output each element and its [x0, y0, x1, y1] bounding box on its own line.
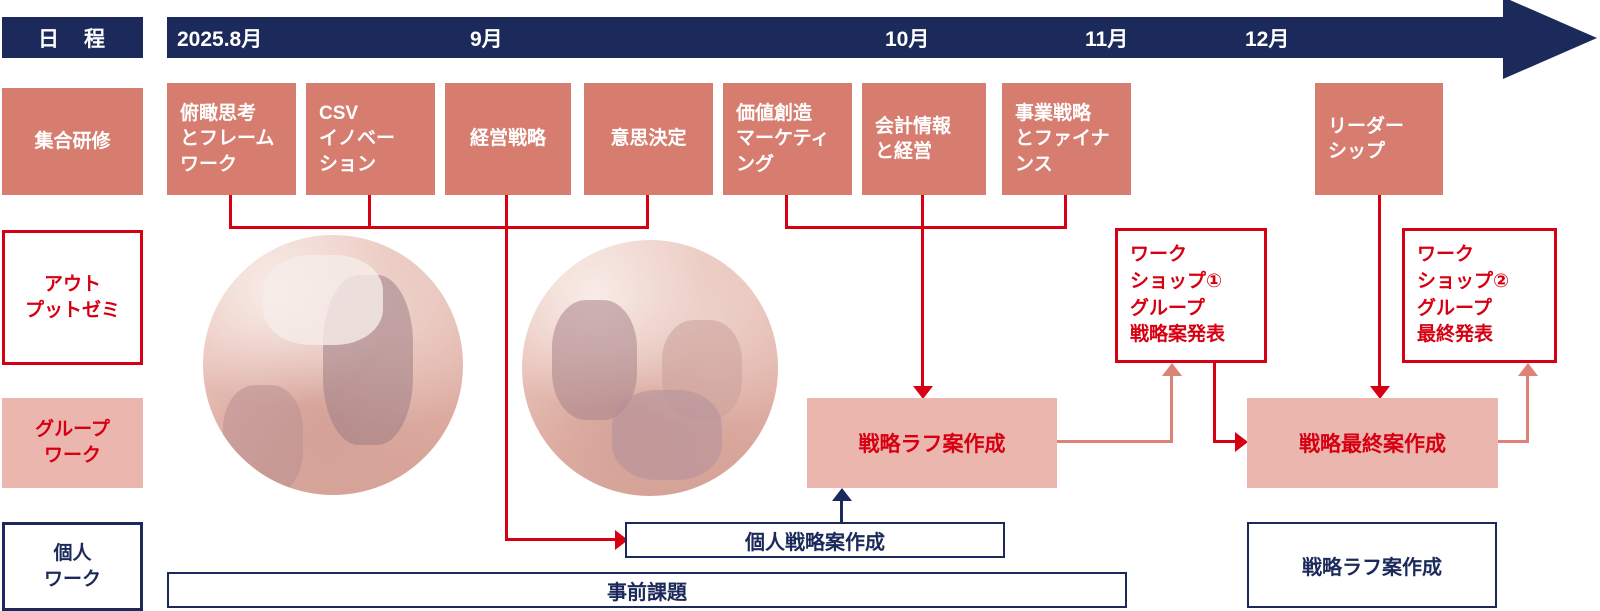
connector-final-to-ws2-horizontal — [1498, 440, 1529, 443]
connector-course4-drop — [646, 195, 649, 229]
course-box-accounting-management: 会計情報 と経営 — [862, 83, 986, 195]
row-label-individual-work: 個人 ワーク — [2, 522, 143, 611]
individual-strategy-rough-draft-box: 戦略ラフ案作成 — [1247, 522, 1497, 608]
row-label-group-work: グループ ワーク — [2, 398, 143, 488]
strategy-final-draft-box: 戦略最終案作成 — [1247, 398, 1498, 488]
connector-course7-drop — [1064, 195, 1067, 229]
personal-strategy-draft-box: 個人戦略案作成 — [625, 522, 1005, 558]
training-photo-2 — [522, 240, 778, 496]
month-sep: 9月 — [470, 27, 503, 51]
connector-rough-to-ws1-vertical — [1170, 374, 1173, 443]
course-box-management-strategy: 経営戦略 — [445, 83, 571, 195]
strategy-rough-draft-box: 戦略ラフ案作成 — [807, 398, 1057, 488]
training-photo-1 — [203, 235, 463, 495]
course-box-business-strategy-finance: 事業戦略 とファイナ ンス — [1002, 83, 1131, 195]
pre-assignment-box: 事前課題 — [167, 572, 1127, 608]
month-aug-2025: 2025.8月 — [177, 27, 263, 51]
connector-rough-to-ws1-horizontal — [1057, 440, 1173, 443]
connector-course5-drop — [785, 195, 788, 229]
workshop2-group-final-presentation-box: ワーク ショップ② グループ 最終発表 — [1402, 228, 1557, 363]
course-box-panoramic-thinking: 俯瞰思考 とフレーム ワーク — [167, 83, 296, 195]
connector-personal-to-rough — [840, 499, 843, 522]
connector-course3-to-personal — [505, 195, 508, 541]
row-label-group-training: 集合研修 — [2, 88, 143, 195]
month-oct: 10月 — [885, 27, 930, 51]
arrowhead-right-final-icon — [1235, 432, 1248, 452]
timeline-arrowhead-icon — [1503, 0, 1597, 79]
connector-right-bus — [785, 226, 1067, 229]
course-box-leadership: リーダー シップ — [1315, 83, 1443, 195]
arrowhead-right-personal-icon — [615, 530, 628, 550]
arrowhead-down-rough-icon — [913, 386, 933, 399]
connector-course2-drop — [368, 195, 371, 229]
month-nov: 11月 — [1085, 27, 1129, 51]
connector-left-bus — [229, 226, 649, 229]
arrowhead-up-ws1-icon — [1162, 363, 1182, 376]
workshop1-group-strategy-presentation-box: ワーク ショップ① グループ 戦略案発表 — [1115, 228, 1267, 363]
connector-course6-to-rough — [921, 195, 924, 388]
connector-course1-drop — [229, 195, 232, 229]
arrowhead-down-final-icon — [1370, 386, 1390, 399]
course-box-value-creation-marketing: 価値創造 マーケティ ング — [723, 83, 852, 195]
schedule-label: 日 程 — [2, 17, 143, 58]
connector-ws1-drop — [1213, 363, 1216, 443]
connector-to-personal-horizontal — [505, 538, 617, 541]
connector-final-to-ws2-vertical — [1526, 374, 1529, 443]
row-label-output-seminar: アウト プットゼミ — [2, 230, 143, 365]
month-dec: 12月 — [1245, 27, 1290, 51]
course-box-decision-making: 意思決定 — [584, 83, 713, 195]
course-box-csv-innovation: CSV イノベー ション — [306, 83, 435, 195]
arrowhead-up-rough-icon — [832, 488, 852, 501]
arrowhead-up-ws2-icon — [1518, 363, 1538, 376]
timeline-arrow-band: 2025.8月 9月 10月 11月 12月 — [167, 17, 1505, 58]
connector-ws1-horizontal — [1213, 440, 1237, 443]
connector-leadership-to-final — [1378, 195, 1381, 388]
